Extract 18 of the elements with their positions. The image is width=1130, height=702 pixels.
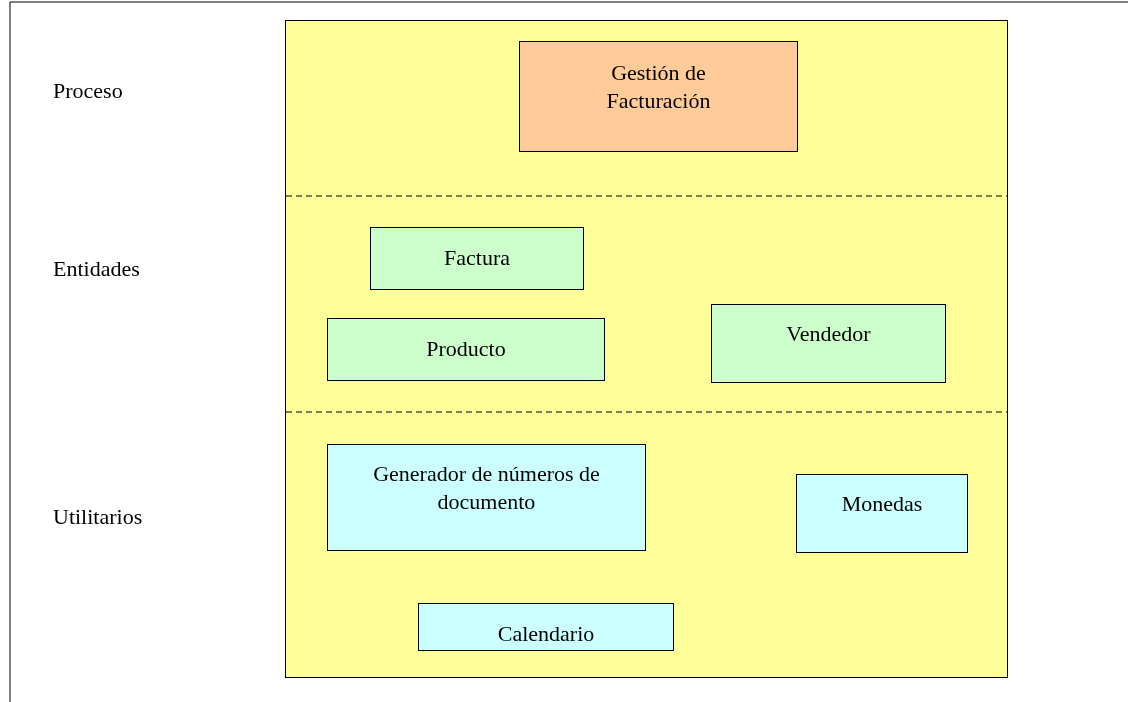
utility-box [796, 474, 968, 553]
entity-box [327, 318, 605, 381]
box-label: Monedas [840, 490, 924, 518]
utility-box [327, 444, 646, 551]
entity-box [370, 227, 584, 290]
box-label: Factura [443, 244, 511, 272]
layer-panel [285, 20, 1008, 678]
box-label: Gestión de Facturación [605, 59, 712, 115]
process-box [519, 41, 798, 152]
layer-label: Entidades [53, 256, 140, 282]
box-label: Generador de números de documento [372, 460, 601, 516]
layer-label: Utilitarios [53, 504, 143, 530]
box-label: Calendario [496, 620, 596, 648]
layer-label: Proceso [53, 78, 123, 104]
entity-box [711, 304, 946, 383]
box-label: Vendedor [785, 320, 872, 348]
utility-box [418, 603, 674, 651]
box-label: Producto [425, 335, 507, 363]
